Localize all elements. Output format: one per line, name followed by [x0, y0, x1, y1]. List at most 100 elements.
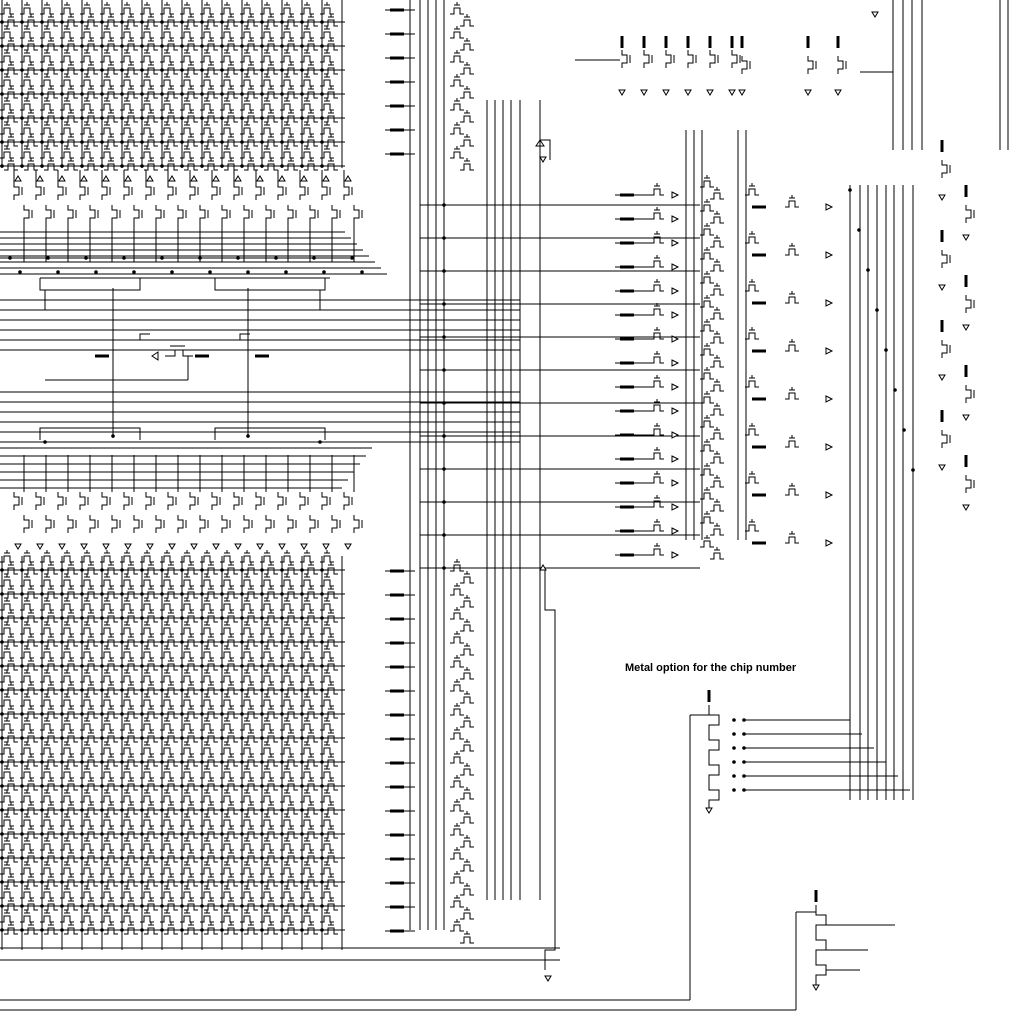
transistor-cell — [84, 62, 98, 75]
transistor-cell — [324, 158, 338, 171]
transistor-cell — [177, 205, 187, 223]
junction-dot — [442, 467, 446, 471]
transistor-cell — [4, 86, 18, 99]
transistor-cell — [164, 110, 178, 123]
junction-dot — [732, 788, 736, 792]
transistor-cell — [264, 62, 278, 75]
supply-arrow-icon — [36, 175, 44, 182]
transistor-cell — [124, 778, 138, 791]
transistor-cell — [324, 586, 338, 599]
resistor-symbol — [814, 890, 818, 902]
transistor-cell — [450, 98, 464, 111]
transistor-cell — [164, 610, 178, 623]
buffer-arrow-icon — [825, 491, 834, 499]
transistor-cell — [460, 667, 474, 680]
junction-dot — [360, 270, 364, 274]
transistor-cell — [650, 255, 664, 268]
transistor-cell — [264, 86, 278, 99]
upper-memory-array — [0, 0, 345, 171]
junction-dot — [442, 302, 446, 306]
transistor-cell — [304, 86, 318, 99]
transistor-cell — [204, 898, 218, 911]
resistor-symbol — [740, 36, 744, 48]
transistor-cell — [264, 134, 278, 147]
transistor-cell — [710, 379, 724, 392]
buffer-arrow-icon — [671, 215, 680, 223]
transistor-cell — [450, 607, 464, 620]
transistor-cell — [204, 802, 218, 815]
transistor-cell — [710, 475, 724, 488]
ground-arrow-icon — [36, 543, 44, 550]
sense-amp — [151, 349, 193, 361]
transistor-cell — [264, 634, 278, 647]
transistor-cell — [24, 922, 38, 935]
lower-column-drivers — [0, 447, 372, 550]
transistor-cell — [710, 283, 724, 296]
resistor-symbol — [95, 354, 109, 358]
transistor-cell — [284, 134, 298, 147]
junction-dot — [857, 228, 861, 232]
transistor-cell — [304, 826, 318, 839]
transistor-cell — [785, 531, 799, 544]
transistor-cell — [84, 898, 98, 911]
ground-arrow-icon — [705, 807, 713, 814]
transistor-cell — [124, 706, 138, 719]
transistor-cell — [450, 799, 464, 812]
transistor-cell — [204, 850, 218, 863]
transistor-cell — [745, 231, 759, 244]
transistor-cell — [450, 2, 464, 15]
transistor-cell — [460, 619, 474, 632]
transistor-cell — [244, 14, 258, 27]
transistor-cell — [450, 679, 464, 692]
transistor-cell — [79, 182, 89, 200]
transistor-cell — [164, 134, 178, 147]
buffer-arrow-icon — [671, 407, 680, 415]
transistor-cell — [24, 634, 38, 647]
ground-arrow-icon — [234, 543, 242, 550]
transistor-cell — [104, 874, 118, 887]
transistor-cell — [224, 826, 238, 839]
transistor-cell — [24, 682, 38, 695]
resistor-symbol — [708, 36, 712, 48]
transistor-cell — [64, 134, 78, 147]
transistor-cell — [233, 182, 243, 200]
transistor-cell — [64, 874, 78, 887]
transistor-cell — [255, 182, 265, 200]
transistor-cell — [184, 754, 198, 767]
transistor-cell — [621, 50, 631, 68]
transistor-cell — [35, 492, 45, 510]
junction-dot — [111, 434, 115, 438]
junction-dot — [18, 270, 22, 274]
transistor-cell — [184, 562, 198, 575]
transistor-cell — [284, 826, 298, 839]
junction-dot — [56, 270, 60, 274]
transistor-cell — [104, 38, 118, 51]
transistor-cell — [324, 562, 338, 575]
transistor-cell — [700, 535, 714, 548]
transistor-cell — [460, 595, 474, 608]
transistor-cell — [184, 682, 198, 695]
transistor-cell — [64, 86, 78, 99]
buffer-arrow-icon — [671, 239, 680, 247]
transistor-cell — [124, 874, 138, 887]
sense-amp — [39, 278, 326, 291]
transistor-cell — [204, 682, 218, 695]
transistor-cell — [324, 898, 338, 911]
ground-arrow-icon — [938, 464, 946, 471]
transistor-cell — [184, 778, 198, 791]
resistor-symbol — [707, 690, 711, 702]
transistor-cell — [700, 463, 714, 476]
transistor-cell — [144, 850, 158, 863]
junction-dot — [132, 270, 136, 274]
ground-arrow-icon — [146, 543, 154, 550]
transistor-cell — [224, 134, 238, 147]
ground-arrow-icon — [278, 543, 286, 550]
transistor-cell — [710, 547, 724, 560]
chip-number-metal-option — [689, 690, 910, 1010]
junction-dot — [902, 428, 906, 432]
transistor-cell — [44, 874, 58, 887]
resistor-symbol — [752, 493, 766, 497]
transistor-cell — [324, 730, 338, 743]
supply-arrow-icon — [124, 175, 132, 182]
transistor-cell — [4, 778, 18, 791]
